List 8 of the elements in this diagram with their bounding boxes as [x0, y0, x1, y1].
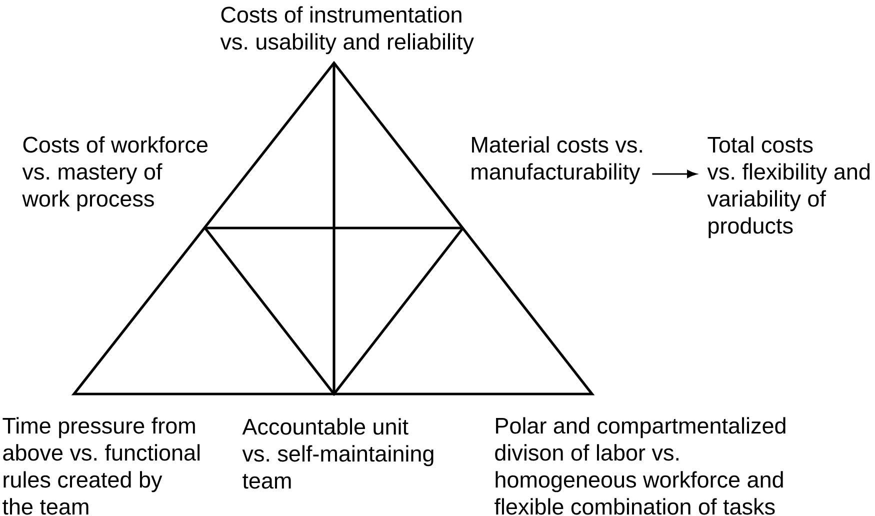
corner-label: Material costs vs. manufacturability [472, 136, 642, 184]
corner-label: Accountable unit vs. self-maintaining team [242, 418, 434, 489]
corner-label: Costs of instrumentation vs. usability and reliability [220, 6, 474, 54]
corner-label: Time pressure from above vs. functional rules created by the team [2, 417, 200, 515]
corner-label: Polar and compartmentalized divison of labor vs. homogeneous workforce and flexible combination of tasks [494, 417, 786, 515]
arrow [652, 170, 697, 178]
outcome-label: Total costs vs. flexibility and variability of products [707, 136, 870, 238]
corner-label: Costs of workforce vs. mastery of work process [22, 136, 208, 212]
